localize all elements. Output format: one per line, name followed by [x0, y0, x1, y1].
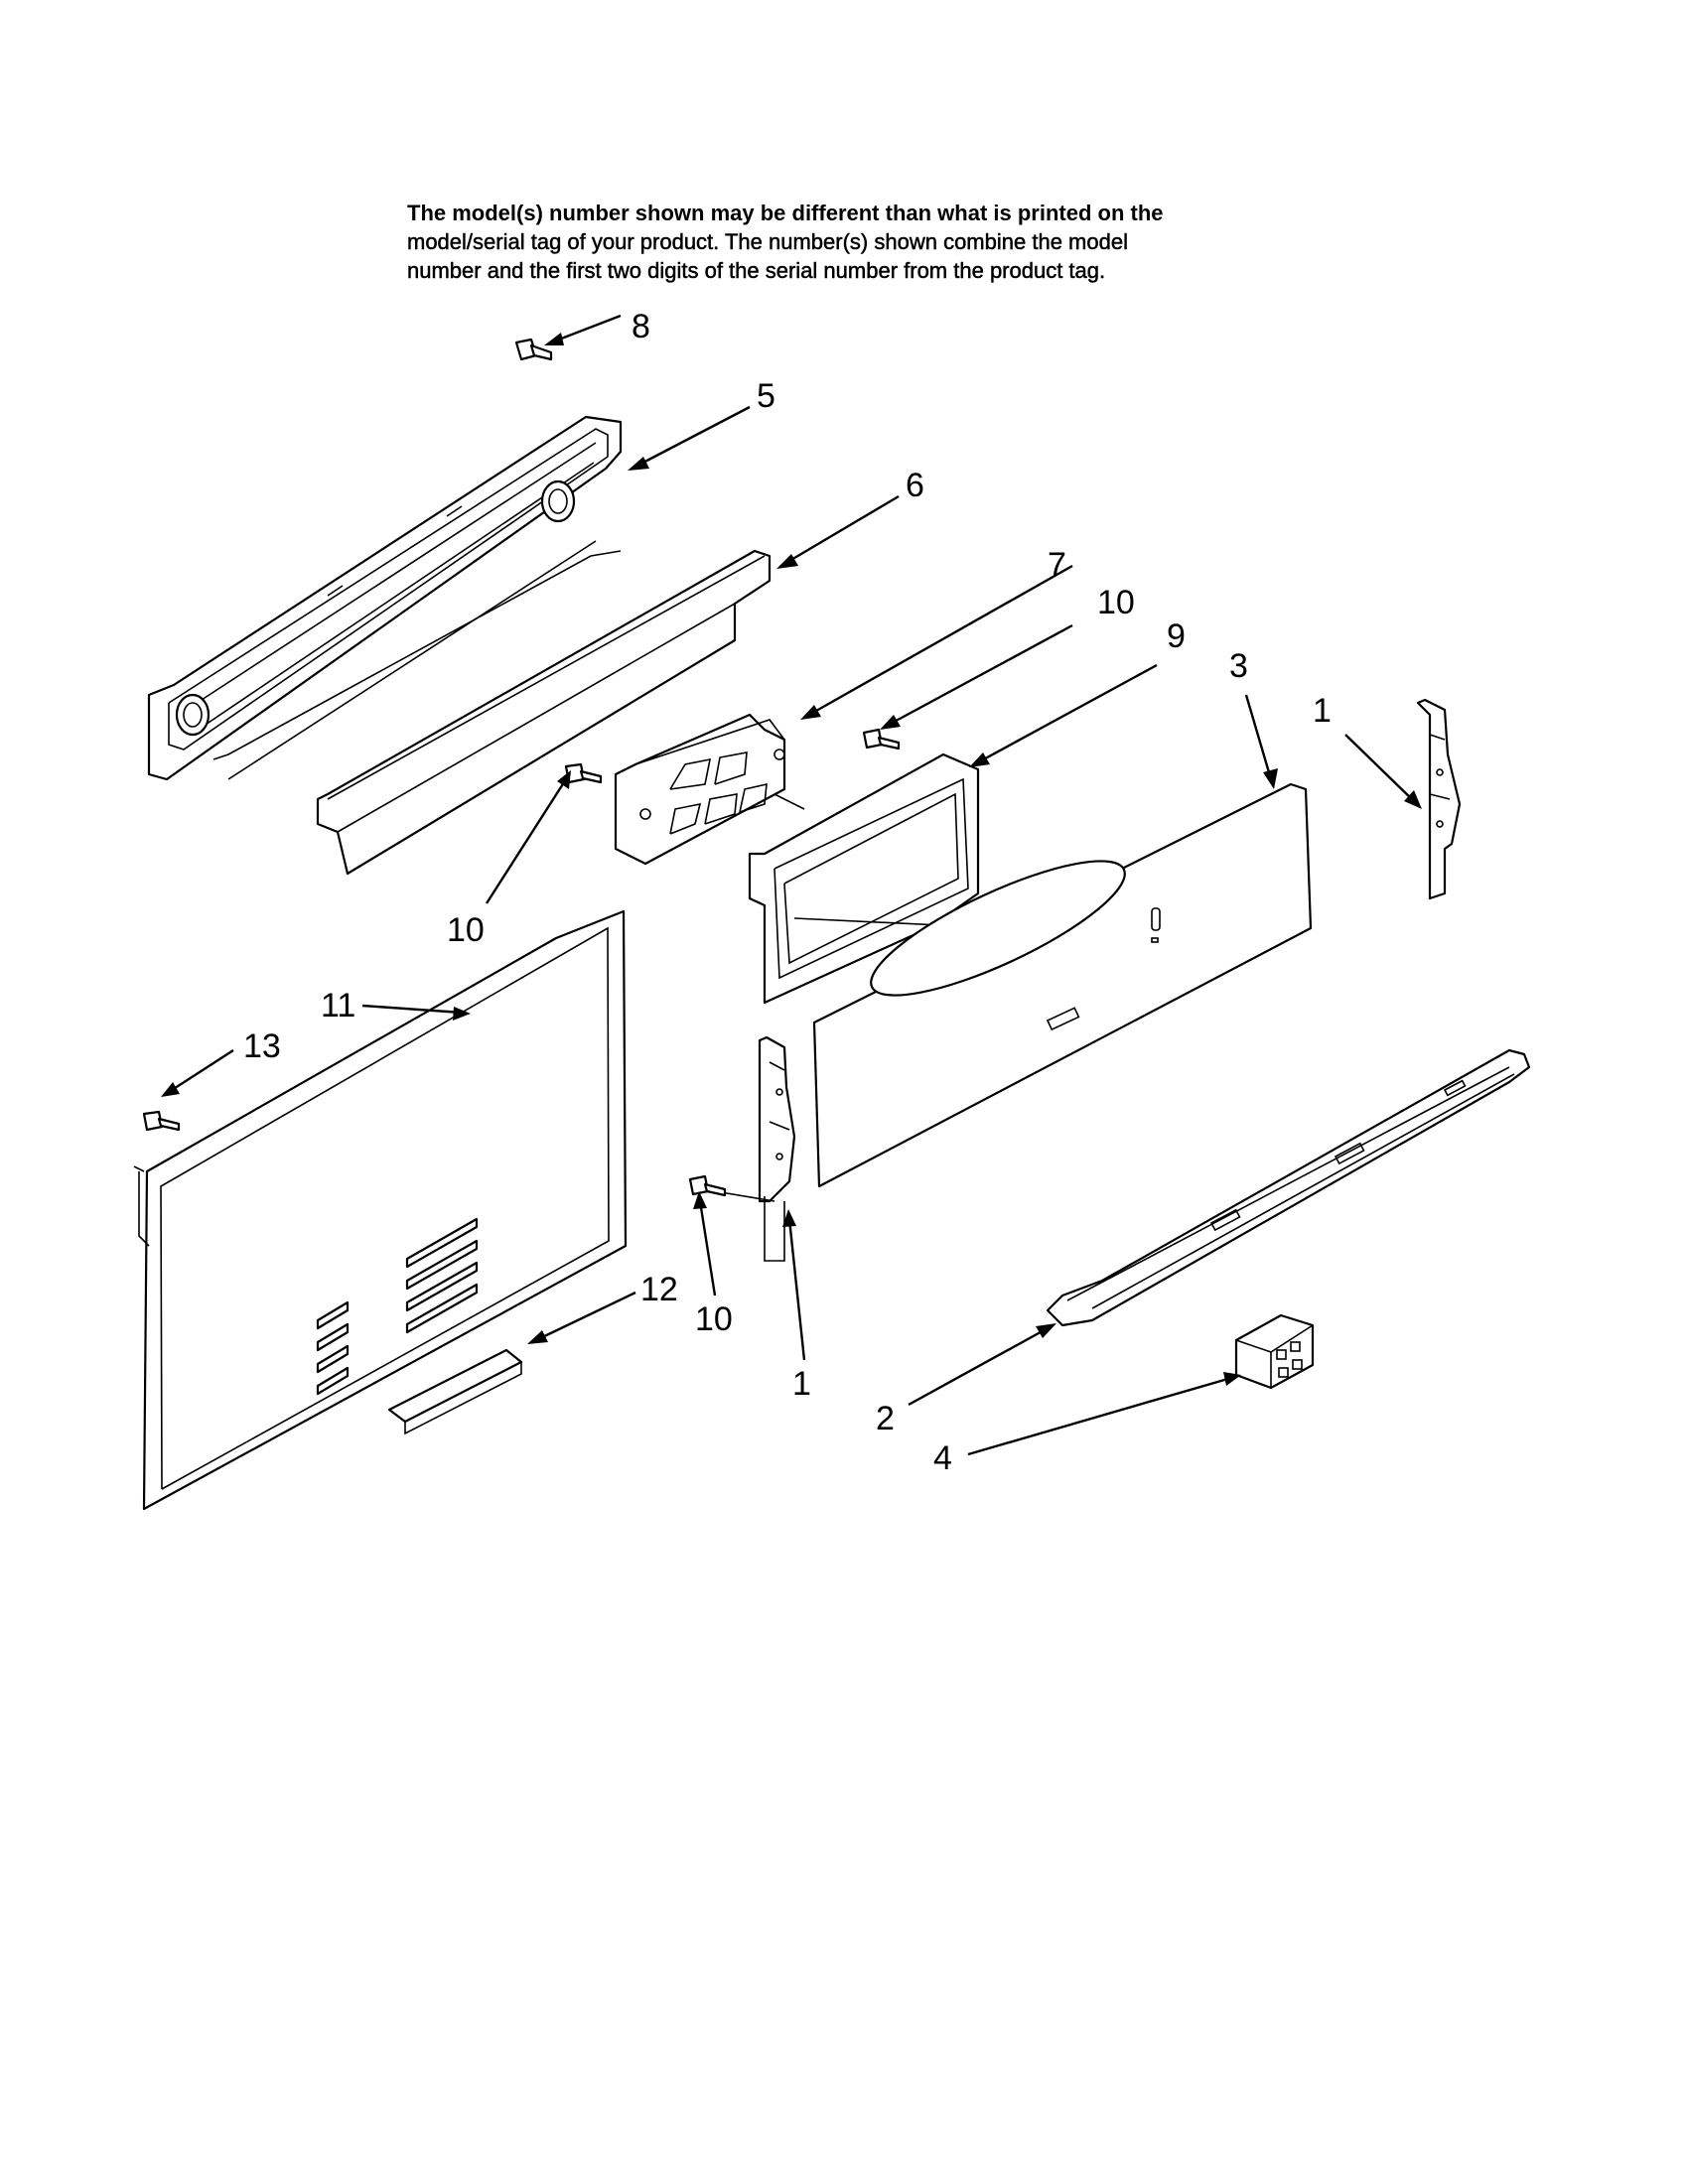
notice-line-3: number and the first two digits of the s… [407, 258, 1106, 284]
callout-7: 7 [1048, 546, 1066, 584]
model-number-notice: The model(s) number shown may be differe… [407, 199, 1360, 285]
callout-12: 12 [640, 1271, 678, 1308]
part-12-small-bracket [387, 1348, 523, 1435]
callout-1-right: 1 [1313, 692, 1332, 730]
callout-4: 4 [933, 1439, 952, 1477]
part-1-side-bracket-right [1416, 698, 1462, 900]
part-11-rear-panel [133, 909, 628, 1511]
screw-10-lower [688, 1174, 727, 1197]
screw-13 [142, 1110, 181, 1132]
part-2-trim-handle [1046, 1048, 1531, 1327]
callout-13: 13 [243, 1027, 281, 1065]
callout-2: 2 [876, 1400, 895, 1437]
callout-6: 6 [906, 467, 924, 504]
callout-1-left: 1 [792, 1365, 811, 1403]
screw-10-upper-left [564, 762, 603, 784]
callout-3: 3 [1229, 647, 1248, 685]
leader-arrows [161, 314, 1422, 1456]
part-3-control-panel [812, 782, 1313, 1188]
callout-8: 8 [632, 308, 650, 345]
part-6-shield [212, 540, 772, 876]
callout-9: 9 [1167, 617, 1186, 655]
part-5-panel-bracket [147, 415, 623, 781]
screw-10-upper-right [862, 728, 901, 751]
callout-10-left: 10 [447, 911, 485, 949]
callout-10-lower: 10 [695, 1300, 733, 1338]
callout-5: 5 [757, 377, 775, 415]
callout-11: 11 [321, 987, 355, 1024]
part-4-switch-block [1234, 1313, 1315, 1390]
notice-line-1: The model(s) number shown may be differe… [407, 201, 1164, 225]
callout-numbers: 8 5 6 7 10 9 3 1 10 11 13 12 10 1 2 4 [243, 308, 1332, 1477]
part-7-control-board [614, 713, 786, 866]
vent-slots [316, 1217, 479, 1396]
callout-10-upper: 10 [1097, 584, 1135, 621]
notice-line-2: model/serial tag of your product. The nu… [407, 229, 1128, 255]
screw-8 [514, 338, 553, 361]
part-1-side-bracket-left [714, 1035, 796, 1262]
